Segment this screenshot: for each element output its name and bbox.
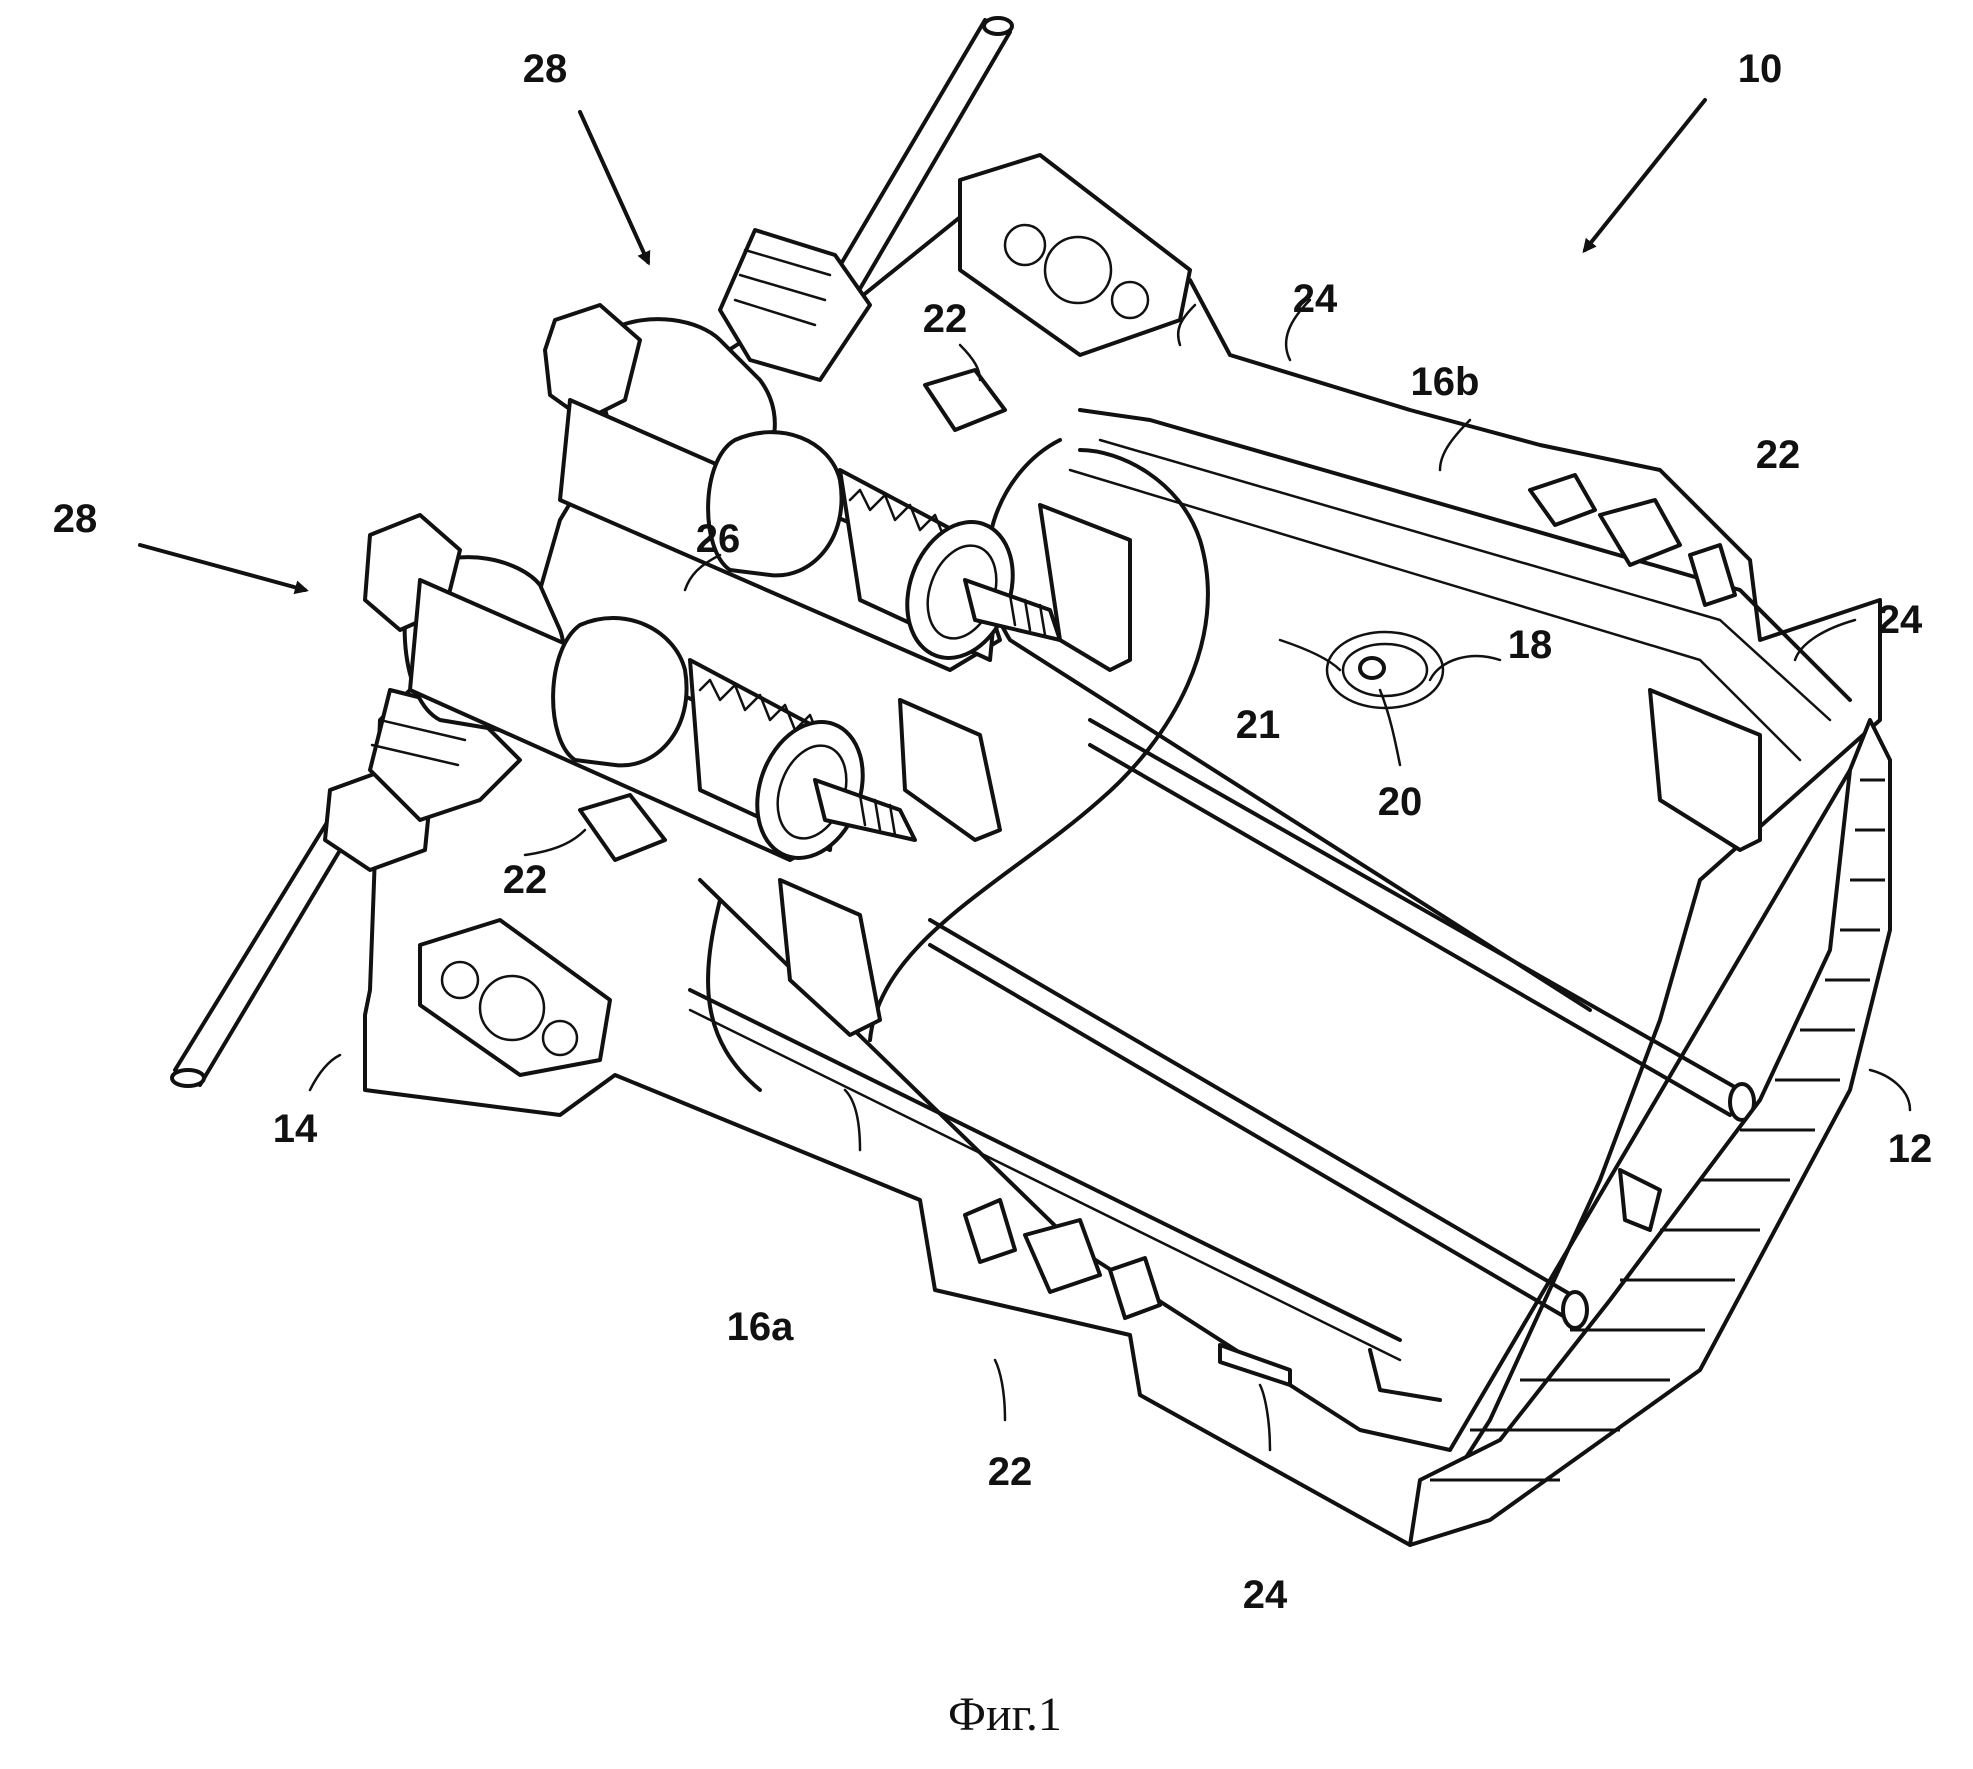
label-24-top: 24 [1293, 277, 1338, 321]
label-14: 14 [273, 1107, 318, 1151]
label-24-right: 24 [1878, 598, 1923, 642]
label-16a: 16a [727, 1305, 794, 1349]
figure-caption: Фиг.1 [948, 1688, 1062, 1741]
label-21: 21 [1236, 703, 1281, 747]
label-22-left: 22 [503, 858, 548, 902]
label-10: 10 [1738, 47, 1783, 91]
label-22-top: 22 [923, 297, 968, 341]
label-28-top: 28 [523, 47, 568, 91]
label-28-left: 28 [53, 497, 98, 541]
label-18: 18 [1508, 623, 1553, 667]
label-20: 20 [1378, 780, 1423, 824]
label-24-bottom: 24 [1243, 1573, 1288, 1617]
label-12: 12 [1888, 1127, 1933, 1171]
label-22-bottom: 22 [988, 1450, 1033, 1494]
label-16b: 16b [1411, 360, 1480, 404]
label-22-right: 22 [1756, 433, 1801, 477]
label-26: 26 [696, 517, 741, 561]
